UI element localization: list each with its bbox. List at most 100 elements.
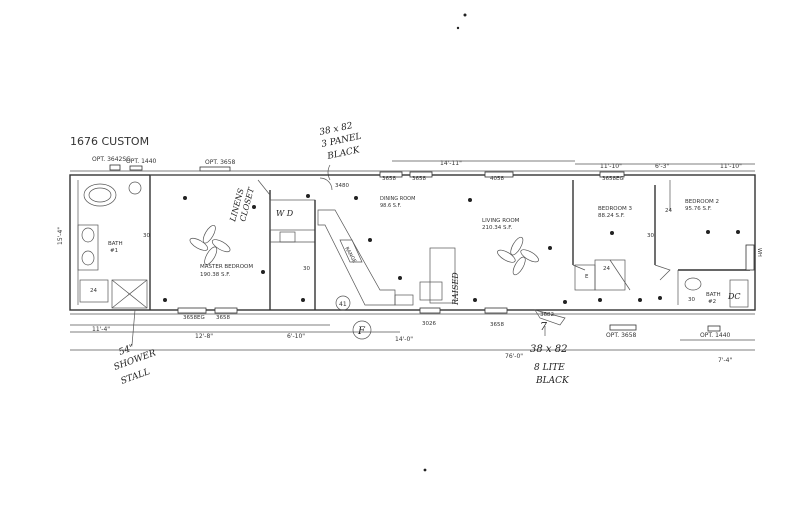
closet	[79, 279, 109, 303]
water-heater	[279, 231, 296, 243]
outlet-dot	[368, 238, 372, 242]
window-symbol	[177, 307, 207, 314]
front-door-note-size: 38 x 82	[530, 344, 567, 355]
callout-number: 7	[540, 320, 547, 333]
outlet-dot	[261, 270, 265, 274]
range-label: RANGE	[343, 246, 357, 264]
room-label: BATH	[706, 292, 721, 298]
shower-note: STALL	[120, 367, 152, 387]
room-label: LIVING ROOM	[482, 218, 520, 224]
room-label: BEDROOM 2	[685, 199, 719, 205]
raised-bar-note: RAISED	[451, 272, 460, 306]
door-swing	[257, 179, 271, 196]
note-leader	[327, 164, 331, 181]
shower-stall-x	[111, 279, 148, 309]
bathtub-icon	[83, 183, 117, 207]
dimension-label: 30	[688, 297, 695, 303]
note-leader	[131, 309, 136, 346]
outlet-dot	[563, 300, 567, 304]
outlet-dot	[163, 298, 167, 302]
room-number: #1	[110, 248, 118, 254]
dimension-label: 30	[303, 266, 310, 272]
room-label: MASTER BEDROOM	[200, 264, 253, 270]
outlet-dot	[473, 298, 477, 302]
speck	[456, 26, 460, 30]
opt-window-label: OPT. 1440	[700, 332, 731, 339]
fridge-label: 41	[339, 301, 347, 308]
dimension-label: 12'-8"	[195, 333, 213, 340]
outlet-dot	[183, 196, 187, 200]
dimension-label: E	[585, 274, 589, 280]
outlet-dot	[548, 246, 552, 250]
opt-window-label: OPT. 3642SG	[92, 156, 131, 163]
ceiling-fan-icon	[497, 236, 539, 276]
bathtub-icon	[729, 279, 749, 308]
door-swing	[654, 264, 671, 281]
kitchen-counter	[317, 209, 396, 306]
dimension-label: 11'-10"	[600, 163, 622, 170]
raised-bar	[429, 247, 456, 304]
door-swing	[609, 259, 631, 291]
room-label: BEDROOM 3	[598, 206, 632, 212]
window-label: 3658EG	[183, 315, 205, 321]
opt-window-label: OPT. 3658	[205, 159, 236, 166]
door-label: 3480	[335, 183, 349, 189]
dryer-connection-note: DC	[727, 292, 741, 301]
vanity	[77, 224, 99, 271]
dimension-label: 14'-11"	[440, 160, 462, 167]
sink-icon	[81, 227, 95, 243]
washer-dryer-label: W D	[276, 209, 294, 218]
front-door-note-type: 8 LITE	[534, 363, 565, 373]
window-label: 3658	[216, 315, 230, 321]
door-label: 3682	[540, 312, 554, 318]
window-symbol	[409, 171, 433, 178]
window-symbol	[214, 307, 238, 314]
dimension-label: 6'-10"	[287, 333, 305, 340]
outlet-dot	[638, 298, 642, 302]
outlet-dot	[398, 276, 402, 280]
window-symbol	[129, 165, 143, 171]
outlet-dot	[598, 298, 602, 302]
dimension-label: 6'-3"	[655, 163, 669, 170]
window-label: 3658	[382, 176, 396, 182]
sink-icon	[684, 277, 702, 291]
dimension-label: 30	[143, 233, 150, 239]
room-area: 98.6 S.F.	[380, 203, 402, 209]
window-symbol	[109, 164, 121, 171]
window-label: 3658	[412, 176, 426, 182]
window-symbol	[599, 171, 625, 178]
room-area: 95.76 S.F.	[685, 206, 712, 212]
room-area: 190.38 S.F.	[200, 272, 231, 278]
outlet-dot	[610, 231, 614, 235]
dimension-label: 30	[647, 233, 654, 239]
window-label: 4058	[490, 176, 504, 182]
outlet-dot	[658, 296, 662, 300]
outlet-dot	[252, 205, 256, 209]
opt-window-label: OPT. 3658	[606, 332, 637, 339]
window-symbol	[609, 324, 637, 331]
outlet-dot	[354, 196, 358, 200]
outlet-dot	[306, 194, 310, 198]
opt-window-label: OPT. 1440	[126, 158, 157, 165]
shower-stall	[111, 279, 148, 309]
outlet-dot	[301, 298, 305, 302]
room-area: 210.34 S.F.	[482, 225, 513, 231]
window-label: 3658	[490, 322, 504, 328]
closet	[594, 259, 626, 291]
ceiling-fan-icon	[189, 224, 231, 266]
bathtub-icon	[88, 187, 112, 203]
speck	[463, 13, 467, 17]
kitchen-sink	[419, 281, 443, 301]
toilet-icon	[128, 181, 142, 195]
window-symbol	[419, 307, 441, 314]
outlet-dot	[468, 198, 472, 202]
sink-icon	[81, 250, 95, 266]
dimension-label: 24	[90, 288, 97, 294]
dimension-label: 11'-10"	[720, 163, 742, 170]
room-label: DINING ROOM	[380, 196, 415, 202]
refrigerator	[335, 295, 351, 311]
plan-title: 1676 CUSTOM	[70, 135, 149, 148]
dimension-label: 24	[603, 266, 610, 272]
outlet-dot	[736, 230, 740, 234]
